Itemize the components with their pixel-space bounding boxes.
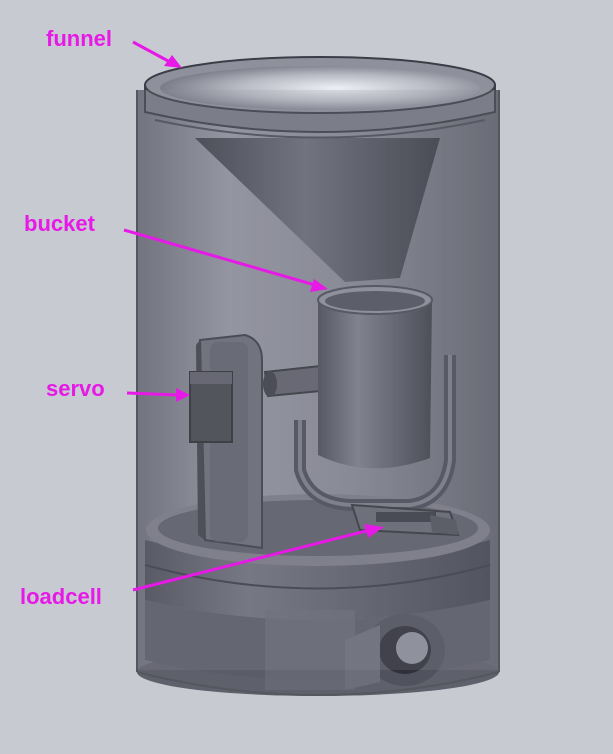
loadcell-label: loadcell: [20, 584, 102, 609]
callout-arrows: [123, 40, 384, 592]
loadcell-arrow: [132, 524, 384, 592]
enclosure-outline: [136, 90, 500, 696]
bucket-label: bucket: [24, 211, 96, 236]
funnel-label: funnel: [46, 26, 112, 51]
servo-motor: [189, 371, 233, 443]
bucket-arrow: [123, 228, 328, 292]
drain-outlet: [345, 614, 445, 690]
tipping-bucket: [317, 285, 433, 469]
servo-arrow: [126, 388, 190, 402]
funnel-assembly: [144, 56, 496, 282]
funnel-arrow: [132, 40, 182, 68]
servo-label: servo: [46, 376, 105, 401]
